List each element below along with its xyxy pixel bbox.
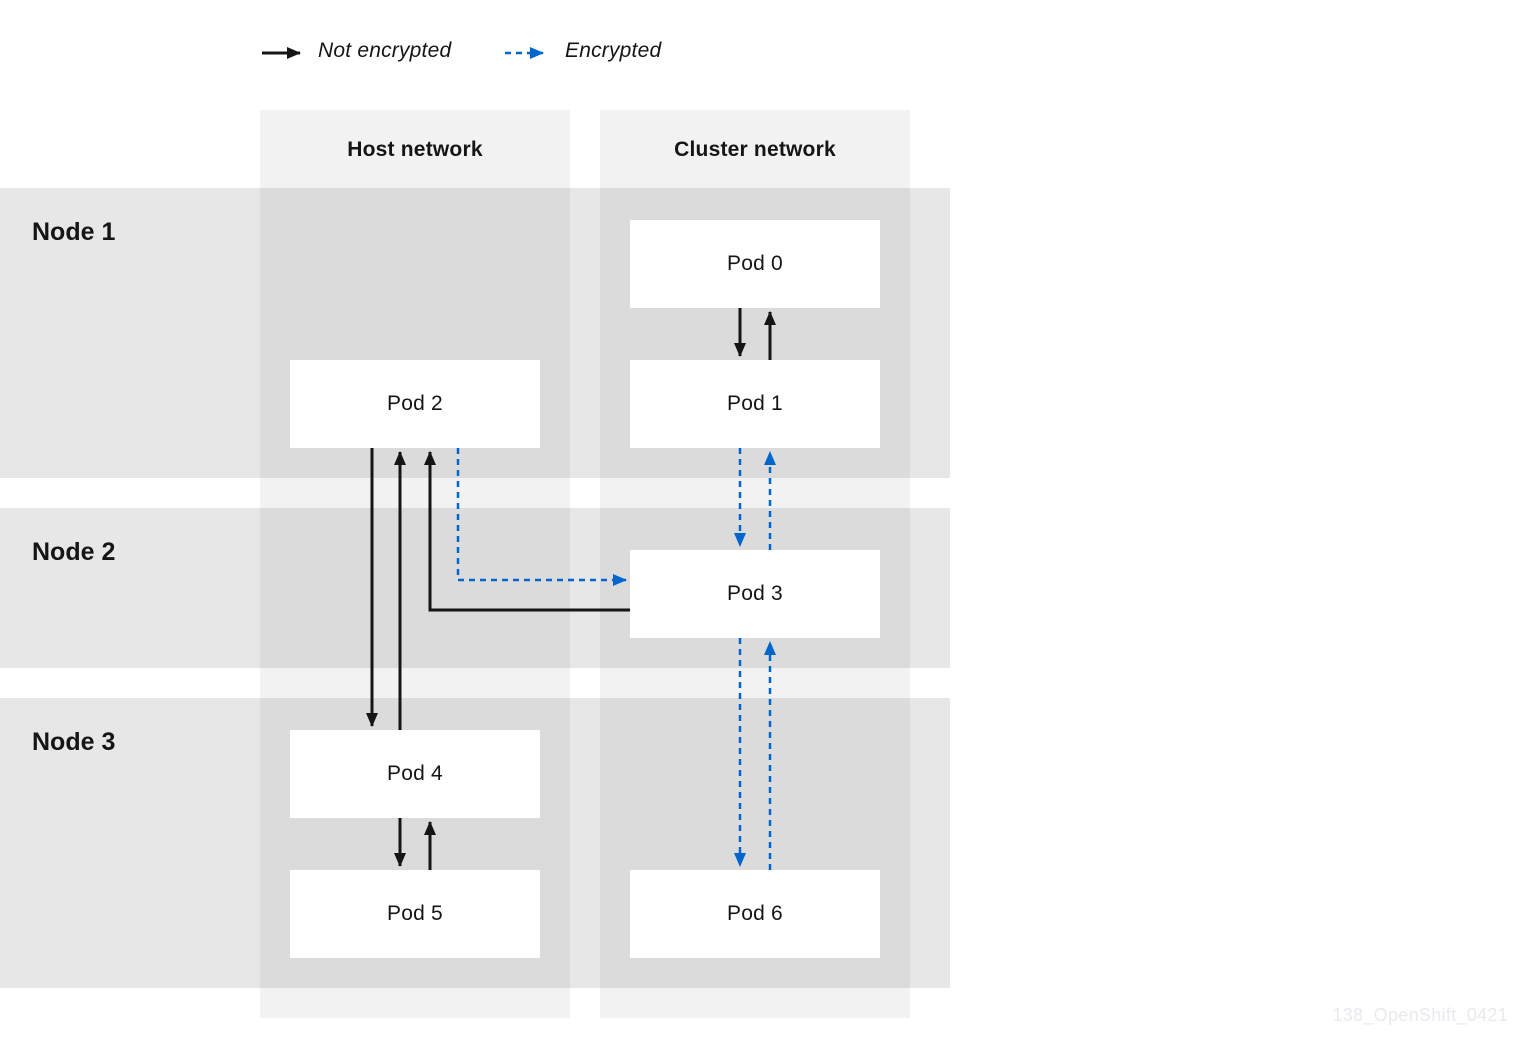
pod-2: Pod 2 [290,360,540,448]
pod-6: Pod 6 [630,870,880,958]
watermark: 138_OpenShift_0421 [1332,1005,1508,1025]
pod-5: Pod 5 [290,870,540,958]
pod-3: Pod 3 [630,550,880,638]
pod-0: Pod 0 [630,220,880,308]
pod-4: Pod 4 [290,730,540,818]
node-2-label: Node 2 [32,538,116,566]
node-1-label: Node 1 [32,218,116,246]
cluster-network-header: Cluster network [674,138,836,161]
host-network-header: Host network [347,138,483,161]
node-3-label: Node 3 [32,728,116,756]
legend-not-encrypted-label: Not encrypted [318,39,452,62]
pod-1: Pod 1 [630,360,880,448]
legend-encrypted-label: Encrypted [565,39,662,62]
